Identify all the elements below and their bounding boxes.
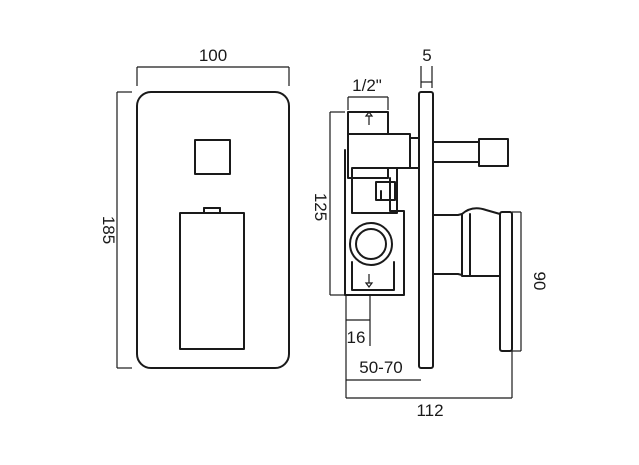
outlet-ring-inner: [355, 228, 387, 260]
total-depth-label: 112: [416, 401, 443, 420]
side-view: 5 1/2" 125 16 50-70 112 90: [311, 46, 549, 420]
thread-label: 1/2": [352, 76, 382, 95]
height-label: 185: [99, 216, 118, 244]
inner-chamber: [351, 167, 398, 214]
faceplate-outline: [136, 91, 290, 369]
body-height-label: 125: [311, 193, 330, 221]
width-label: 100: [199, 46, 227, 65]
diverter-knob-profile: [478, 138, 509, 167]
plate-thickness-label: 5: [422, 46, 431, 65]
lever-hub: [461, 207, 501, 277]
wall-plate-profile: [418, 91, 434, 369]
inlet-offset-label: 16: [347, 328, 366, 347]
diverter-cartridge: [375, 181, 396, 201]
flow-arrow-up: [364, 111, 374, 125]
lower-body: [351, 261, 395, 291]
front-view: 100 185: [99, 46, 290, 369]
lever-base: [432, 213, 463, 276]
lever-height-label: 90: [530, 272, 549, 291]
outlet-connector: [409, 137, 420, 169]
outlet-ring-outer: [349, 222, 393, 266]
diverter-knob: [194, 139, 231, 175]
depth-range-label: 50-70: [359, 358, 402, 377]
lever-blade: [499, 211, 513, 352]
flow-arrow-down: [364, 274, 374, 288]
valve-body: [344, 111, 420, 296]
lever-handle: [179, 212, 245, 350]
body-spine: [344, 149, 405, 296]
